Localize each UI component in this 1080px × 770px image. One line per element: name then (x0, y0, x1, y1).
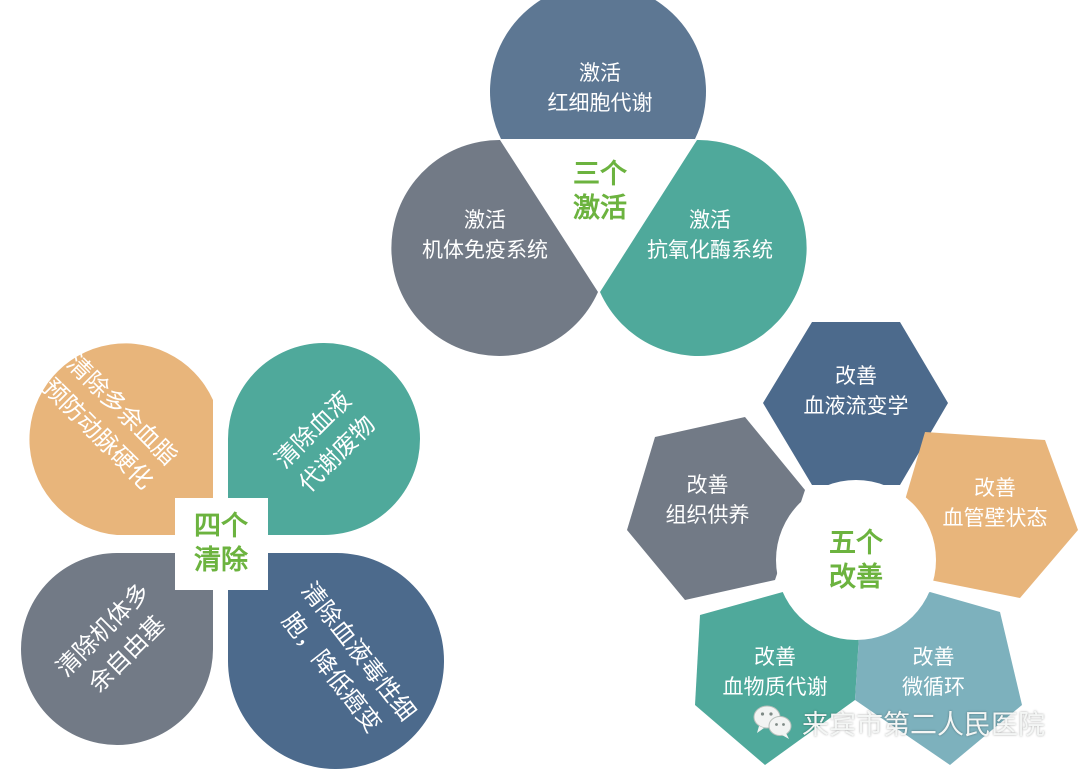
clearance-petal-free-radical (21, 553, 214, 745)
improve-label-tissue-supply: 改善 组织供养 (665, 473, 750, 527)
improve-hex-hemorheology (763, 322, 948, 485)
wechat-icon (753, 705, 792, 739)
clearance-petal-blood-lipid (29, 343, 214, 535)
activation-label-red-blood-cell: 激活 红细胞代谢 (547, 61, 653, 115)
watermark: 来宾市第二人民医院 (752, 700, 1045, 744)
watermark-text: 来宾市第二人民医院 (802, 709, 1045, 741)
three-activations-title: 三个 激活 (573, 159, 627, 224)
improve-label-hemorheology: 改善 血液流变学 (803, 364, 909, 418)
activation-shape-antioxidant (600, 139, 807, 356)
activation-shape-immune (391, 139, 598, 356)
three-activations-group (391, 0, 807, 356)
improve-center-circle (776, 480, 936, 640)
improve-hex-substance-metabolism (695, 590, 860, 765)
improve-label-vessel-wall: 改善 血管壁状态 (942, 476, 1048, 530)
clearance-petal-metabolic-waste (227, 343, 420, 535)
activation-shape-red-blood-cell (490, 0, 706, 139)
four-clearances-title: 四个 清除 (194, 511, 248, 576)
improve-hex-tissue-supply (627, 417, 805, 600)
activation-label-immune: 激活 机体免疫系统 (422, 208, 548, 262)
improve-hex-microcirculation (855, 592, 1022, 765)
five-improvements-group (627, 322, 1078, 765)
improve-hex-vessel-wall (905, 432, 1078, 598)
five-improvements-title: 五个 改善 (829, 528, 883, 593)
improve-label-microcirculation: 改善 微循环 (902, 645, 965, 699)
improve-label-substance-metabolism: 改善 血物质代谢 (722, 645, 828, 699)
clearance-petal-toxic-cells (227, 553, 445, 770)
activation-label-antioxidant: 激活 抗氧化酶系统 (647, 208, 773, 262)
four-clearances-group (21, 343, 445, 770)
